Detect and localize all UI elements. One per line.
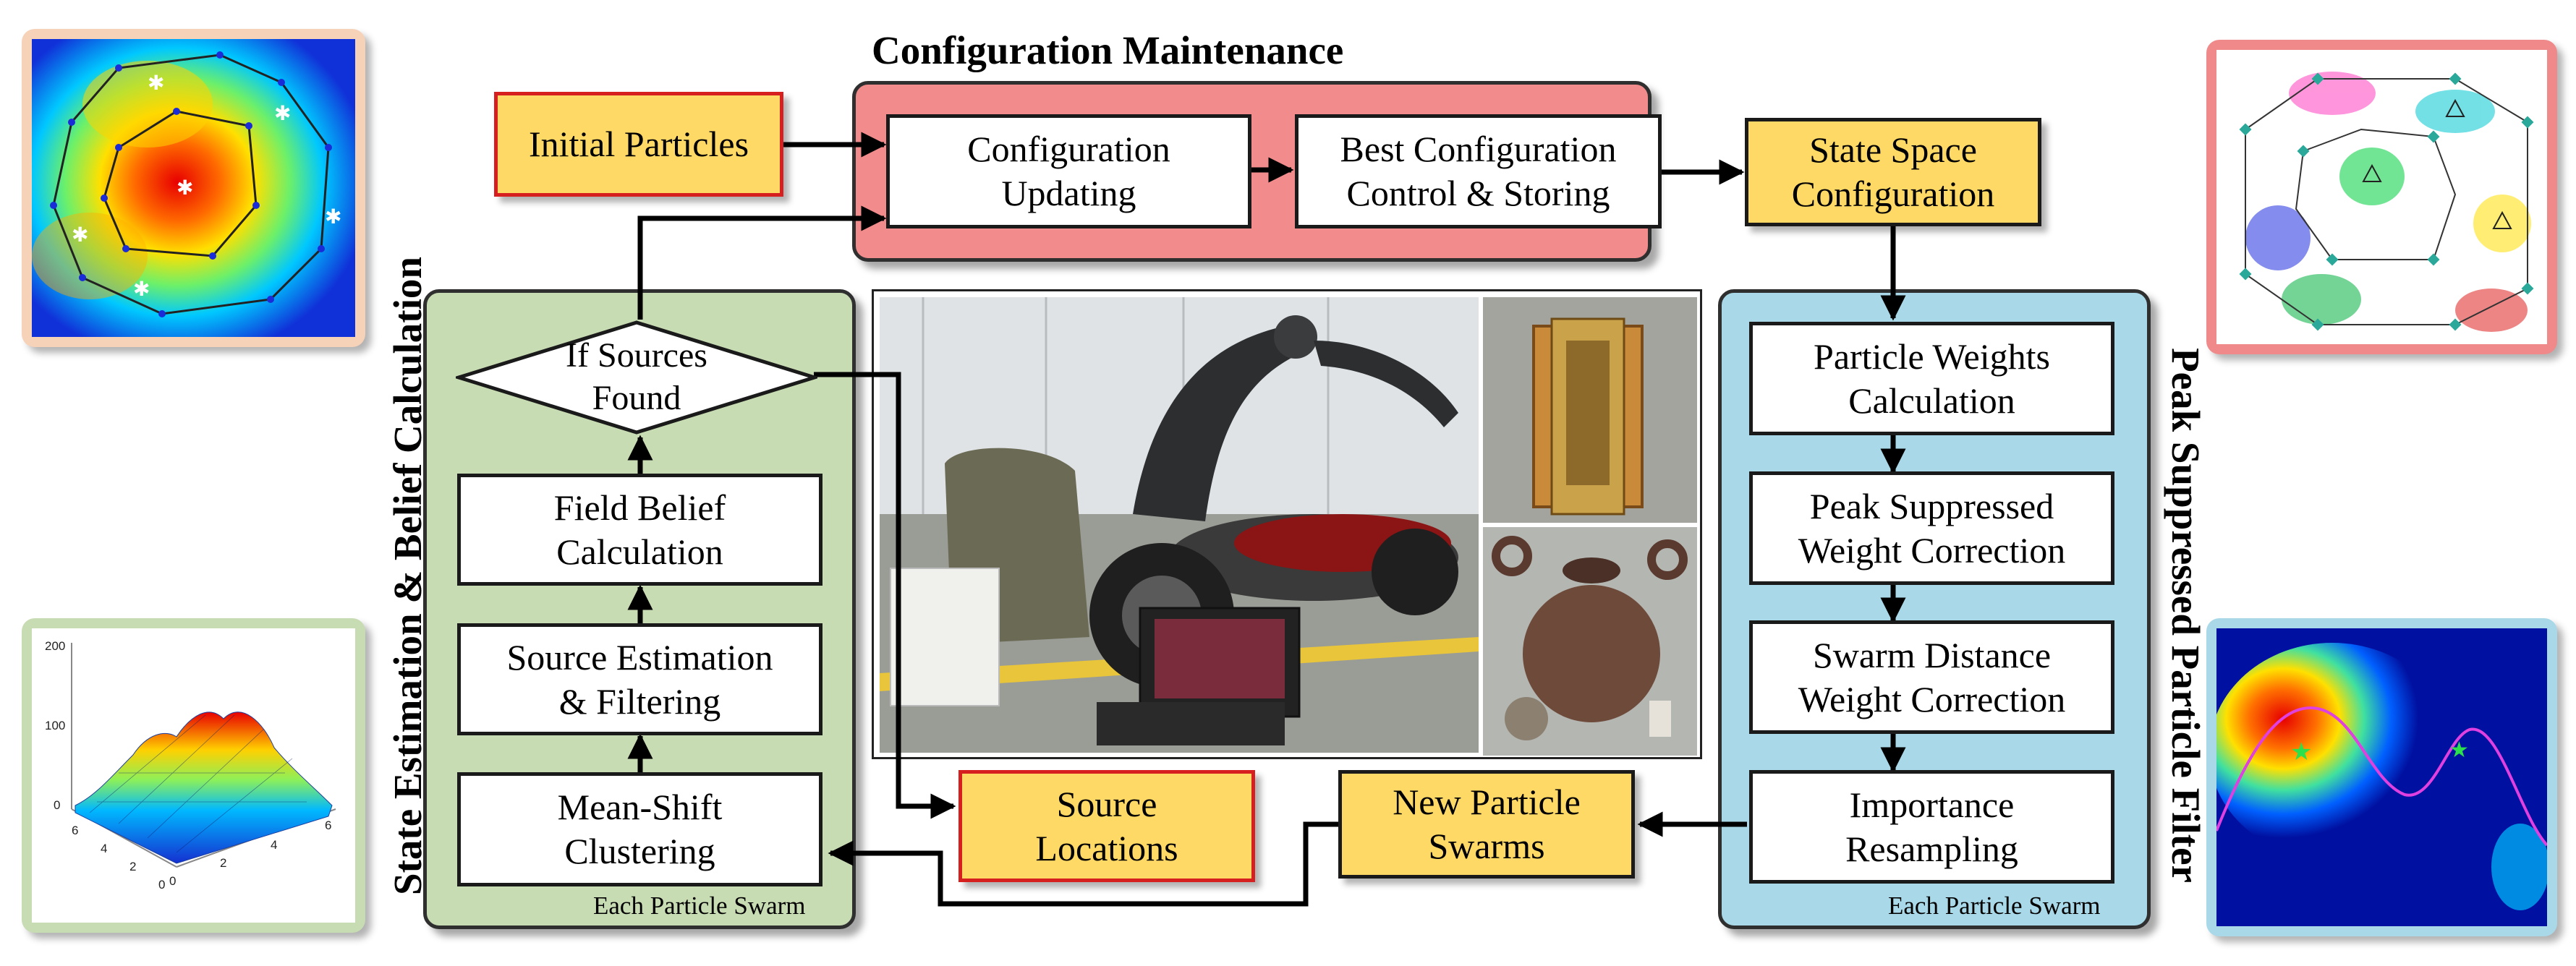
heatmap-path-thumbnail-top-left: ✱ ✱ ✱ ✱ ✱ ✱ <box>22 29 365 347</box>
svg-text:✱: ✱ <box>72 223 88 247</box>
particle-scatter-image <box>2216 50 2547 344</box>
canister-illustration <box>1483 297 1697 523</box>
surface-plot-image: 200 100 0 0 2 4 6 0 2 4 6 <box>32 628 355 923</box>
arrow-newswarms-to-meanshift <box>828 821 1338 907</box>
y-tick-4: 4 <box>101 842 107 855</box>
config-updating-box: Configuration Updating <box>886 114 1251 228</box>
3d-surface-thumbnail-bottom-left: 200 100 0 0 2 4 6 0 2 4 6 <box>22 618 365 933</box>
robot-illustration <box>880 297 1479 753</box>
svg-text:✱: ✱ <box>325 205 341 228</box>
state-space-box: State Space Configuration <box>1745 118 2041 226</box>
field-belief-box: Field Belief Calculation <box>457 474 822 586</box>
source-estimation-box: Source Estimation & Filtering <box>457 623 822 735</box>
svg-text:✱: ✱ <box>148 71 164 95</box>
if-sources-found-label: If Sources Found <box>566 336 707 417</box>
x-tick-2: 2 <box>220 856 226 870</box>
y-tick-0: 0 <box>158 878 165 892</box>
importance-resampling-box: Importance Resampling <box>1749 770 2114 884</box>
y-tick-6: 6 <box>72 824 78 837</box>
right-swarm-label: Each Particle Swarm <box>1888 892 2101 920</box>
x-tick-0: 0 <box>169 874 176 888</box>
best-config-box: Best Configuration Control & Storing <box>1295 114 1662 228</box>
source-pot-photo <box>1483 527 1697 756</box>
z-tick-100: 100 <box>45 719 65 732</box>
heatmap-path-image: ✱ ✱ ✱ ✱ ✱ ✱ <box>32 39 355 337</box>
arrow-decision-to-sources <box>814 372 956 819</box>
left-swarm-label: Each Particle Swarm <box>593 892 806 920</box>
source-canister-photo <box>1483 297 1697 523</box>
heatmap-curve-thumbnail-bottom-right: ★ ★ <box>2206 618 2557 936</box>
mean-shift-box: Mean-Shift Clustering <box>457 772 822 886</box>
new-particle-swarms-box: New Particle Swarms <box>1338 770 1635 879</box>
svg-text:★: ★ <box>2290 738 2312 766</box>
heatmap-curve-image: ★ ★ <box>2216 628 2547 926</box>
decision-diamond-shape <box>456 320 817 435</box>
arrow-decision-to-config <box>637 205 887 320</box>
svg-text:★: ★ <box>2449 738 2469 763</box>
source-locations-box: Source Locations <box>958 770 1255 882</box>
initial-particles-box: Initial Particles <box>494 92 783 197</box>
swarm-distance-box: Swarm Distance Weight Correction <box>1749 620 2114 734</box>
particle-scatter-thumbnail-top-right <box>2206 40 2557 354</box>
x-tick-4: 4 <box>271 838 277 852</box>
robot-photo-frame <box>872 289 1702 759</box>
particle-weights-box: Particle Weights Calculation <box>1749 322 2114 435</box>
robot-photo <box>880 297 1479 753</box>
peak-suppressed-box: Peak Suppressed Weight Correction <box>1749 471 2114 585</box>
z-tick-0: 0 <box>54 798 60 812</box>
y-tick-2: 2 <box>129 860 136 873</box>
pot-illustration <box>1483 527 1697 756</box>
config-maintenance-title: Configuration Maintenance <box>872 28 1344 72</box>
svg-text:✱: ✱ <box>177 176 193 200</box>
svg-text:✱: ✱ <box>133 277 150 301</box>
svg-text:✱: ✱ <box>274 101 291 125</box>
if-sources-found-decision: If Sources Found <box>456 320 817 435</box>
x-tick-6: 6 <box>325 818 331 832</box>
z-tick-200: 200 <box>45 639 65 653</box>
